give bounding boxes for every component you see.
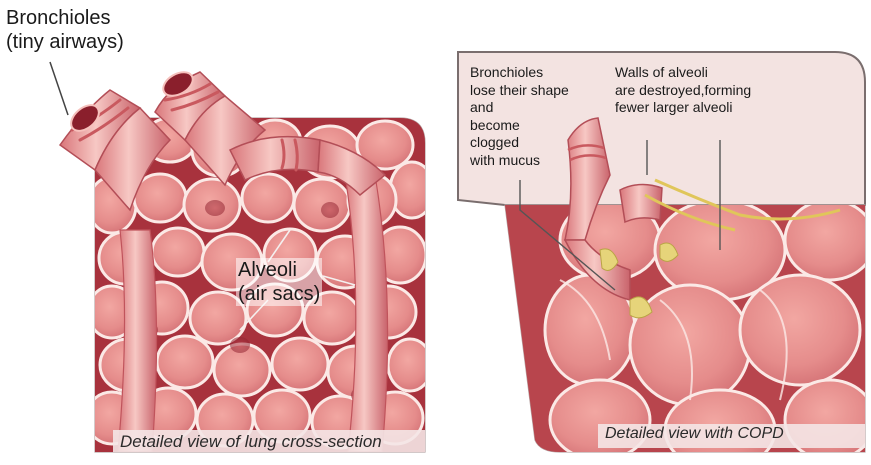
normal-lung-panel: [50, 62, 434, 452]
alveoli-label: Alveoli (air sacs): [236, 258, 322, 306]
normal-panel-caption: Detailed view of lung cross-section: [120, 431, 382, 453]
copd-walls-label: Walls of alveoli are destroyed,forming f…: [615, 64, 751, 117]
bronchioles-label: Bronchioles (tiny airways): [6, 6, 124, 54]
copd-panel-caption: Detailed view with COPD: [605, 424, 784, 444]
copd-bronchioles-label: Bronchioles lose their shape and become …: [470, 64, 569, 169]
bronchioles-pointer: [50, 62, 68, 115]
